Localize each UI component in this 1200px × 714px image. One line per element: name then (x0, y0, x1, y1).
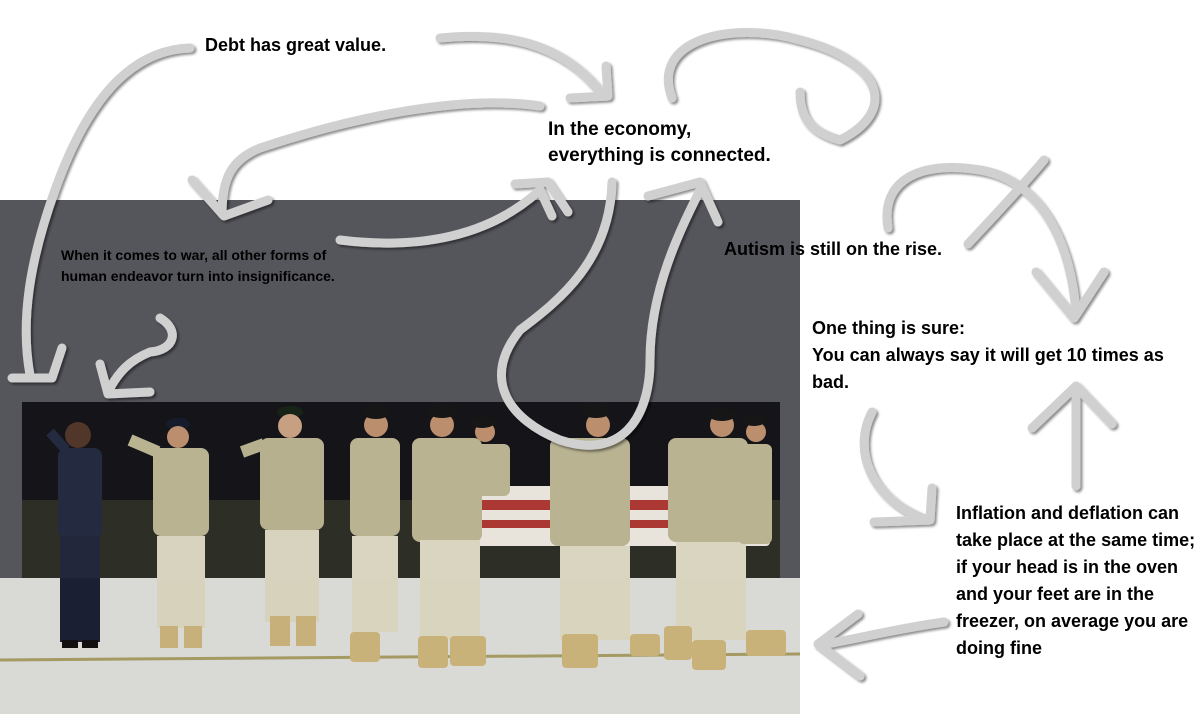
swirl-top-icon (663, 27, 880, 145)
caption-autism: Autism is still on the rise. (724, 239, 943, 259)
arrow-debt-left-icon (21, 43, 195, 380)
arrow-war-icon (103, 313, 177, 397)
caption-inflation: Inflation and deflation can take place a… (956, 503, 1196, 658)
caption-economy: In the economy, everything is connected. (548, 119, 771, 166)
saluting-soldier-1 (127, 418, 209, 648)
saluting-soldier-2 (239, 406, 324, 646)
arrow-to-economy-icon (335, 185, 557, 248)
arrowhead-left-icon (7, 343, 67, 383)
arrow-autism-icon (882, 163, 1081, 317)
carry-team (350, 404, 786, 670)
arch-arrow-icon (217, 98, 545, 219)
arrowhead-economy-icon (565, 61, 613, 103)
arrow-inflation-icon (859, 407, 933, 525)
saluting-official-in-suit (46, 422, 102, 648)
arrow-left-bottom-icon (821, 617, 949, 649)
loop-arrow-icon (497, 177, 707, 450)
caption-debt: Debt has great value. (205, 35, 387, 55)
arrow-debt-economy-icon (435, 31, 605, 97)
caption-sure: One thing is sure: You can always say it… (812, 318, 1164, 392)
caption-war: When it comes to war, all other forms of… (61, 247, 335, 284)
